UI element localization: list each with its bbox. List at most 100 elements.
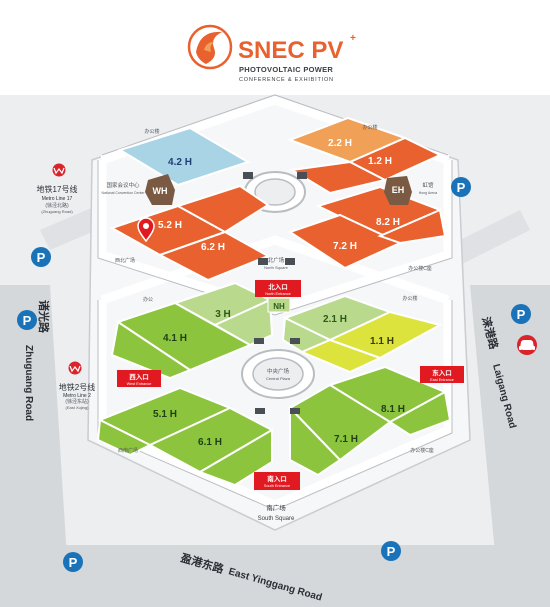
hall-7-2[interactable]: 7.2 H xyxy=(287,208,447,270)
svg-text:P: P xyxy=(37,250,46,265)
parking-icon xyxy=(63,552,83,572)
metro-17-cn: 地铁17号线 xyxy=(37,184,78,194)
hall-3-label: 3 H xyxy=(215,309,231,320)
hong-arena-en: Hong Arena xyxy=(419,191,438,195)
hall-8-2-label: 8.2 H xyxy=(376,217,400,228)
west-entrance-en: West Entrance xyxy=(127,382,152,386)
brand-line1: PHOTOVOLTAIC POWER xyxy=(239,65,333,74)
brand-line2: CONFERENCE & EXHIBITION xyxy=(239,77,334,83)
hall-1-2[interactable]: 1.2 H xyxy=(289,136,443,195)
snec-logo-mark-icon xyxy=(187,24,233,70)
metro-line-2[interactable]: 地铁2号线 Metro Line 2 (徐泾东站) (East Xujing) xyxy=(59,361,95,411)
south-entrance-en: South Entrance xyxy=(264,484,290,488)
metro-line-17[interactable]: 地铁17号线 Metro Line 17 (徐泾北路) (Zhuguang Ro… xyxy=(37,163,78,215)
hub-nh-label: NH xyxy=(273,302,285,311)
se-office-label: 办公楼C座 xyxy=(410,447,434,454)
hall-5-2-label: 5.2 H xyxy=(158,220,182,231)
north-square-cn: 北广场 xyxy=(268,256,285,264)
north-entrance-cn: 北入口 xyxy=(268,282,288,291)
parking-e[interactable]: P xyxy=(511,304,531,324)
south-entrance[interactable]: 南入口 South Entrance xyxy=(254,472,300,490)
svg-text:P: P xyxy=(517,307,526,322)
hall-2-1-label: 2.1 H xyxy=(323,314,347,325)
zhuguang-road-surface xyxy=(0,285,70,607)
location-pin-icon[interactable] xyxy=(137,217,155,243)
hub-nh[interactable]: NH xyxy=(267,297,291,313)
parking-se[interactable]: P xyxy=(381,541,401,561)
parking-icon xyxy=(451,177,471,197)
parking-nw[interactable]: P xyxy=(31,247,51,267)
nw-office-label: 办公楼 xyxy=(144,128,159,135)
ne-office-label: 办公楼 xyxy=(362,124,377,131)
central-plaza-en: Central Plaza xyxy=(266,376,291,381)
hall-8-1-label: 8.1 H xyxy=(381,404,405,415)
parking-icon xyxy=(31,247,51,267)
parking-sw[interactable]: P xyxy=(63,552,83,572)
parking-w[interactable]: P xyxy=(17,310,37,330)
national-center-cn: 国家会议中心 xyxy=(106,181,140,189)
nw-small-label: 办公 xyxy=(143,296,153,303)
svg-text:P: P xyxy=(387,544,396,559)
national-center-en: National Convention Center xyxy=(102,191,146,195)
ne-small-label: 办公楼 xyxy=(402,295,417,302)
hong-arena-cn: 虹馆 xyxy=(422,181,434,189)
hub-wh-label: WH xyxy=(153,186,168,196)
metro-17-en: Metro Line 17 xyxy=(42,196,73,202)
hall-7-1[interactable]: 7.1 H xyxy=(288,383,392,477)
parking-ne[interactable]: P xyxy=(451,177,471,197)
hall-4-1-label: 4.1 H xyxy=(163,333,187,344)
car-icon[interactable] xyxy=(517,335,537,355)
hall-4-1[interactable]: 4.1 H xyxy=(110,301,253,380)
metro-2-station: (徐泾东站) xyxy=(65,398,89,405)
hall-6-1-label: 6.1 H xyxy=(198,437,222,448)
south-entrance-cn: 南入口 xyxy=(267,474,287,483)
north-square-en: North Square xyxy=(264,265,289,270)
hall-6-1[interactable]: 6.1 H xyxy=(147,406,275,487)
svg-text:P: P xyxy=(457,180,466,195)
north-entrance-en: North Entrance xyxy=(265,292,291,296)
metro-2-cn: 地铁2号线 xyxy=(59,382,95,392)
hub-wh[interactable]: WH xyxy=(145,174,175,205)
hall-8-1[interactable]: 8.1 H xyxy=(327,365,452,437)
south-square-cn: 南广场 xyxy=(266,503,286,512)
hall-1-1-label: 1.1 H xyxy=(370,336,394,347)
hub-eh-label: EH xyxy=(392,185,405,195)
hall-1-2-label: 1.2 H xyxy=(368,156,392,167)
hall-6-2[interactable]: 6.2 H xyxy=(157,184,271,282)
snec-logo: SNEC PV + PHOTOVOLTAIC POWER CONFERENCE … xyxy=(187,24,356,83)
sw-area-label: 西南广场 xyxy=(118,447,138,454)
west-entrance-cn: 西入口 xyxy=(129,373,149,381)
yinggang-road-surface xyxy=(60,545,510,607)
zhuguang-road-en: Zhuguang Road xyxy=(23,345,34,421)
south-square-en: South Square xyxy=(258,516,295,522)
parking-icon xyxy=(511,304,531,324)
svg-text:P: P xyxy=(23,313,32,328)
brand-name: SNEC PV xyxy=(238,37,343,64)
hall-6-2-label: 6.2 H xyxy=(201,242,225,253)
east-entrance-cn: 东入口 xyxy=(432,368,452,377)
metro-17-station-en: (Zhuguang Road) xyxy=(41,209,73,214)
parking-icon xyxy=(381,541,401,561)
parking-icon xyxy=(17,310,37,330)
zhuguang-road-label: 诸光路 Zhuguang Road xyxy=(23,300,51,421)
west-sq-label: 西北广场 xyxy=(115,257,135,264)
brand-plus: + xyxy=(350,33,356,44)
hall-4-2[interactable]: 4.2 H xyxy=(117,126,251,187)
central-plaza-cn: 中央广场 xyxy=(267,367,290,375)
hub-eh[interactable]: EH xyxy=(384,176,412,205)
west-entrance[interactable]: 西入口 West Entrance xyxy=(117,370,161,387)
hall-5-1[interactable]: 5.1 H xyxy=(96,386,233,457)
hall-2-2-label: 2.2 H xyxy=(328,138,352,149)
hall-7-1-label: 7.1 H xyxy=(334,434,358,445)
north-entrance[interactable]: 北入口 North Entrance xyxy=(255,280,301,297)
ne-office2-label: 办公楼C座 xyxy=(408,265,432,272)
area-labels: 办公楼 办公楼 国家会议中心 National Convention Cente… xyxy=(102,124,438,522)
east-entrance[interactable]: 东入口 East Entrance xyxy=(420,366,464,383)
central-roundabout xyxy=(241,349,315,399)
hall-7-2-label: 7.2 H xyxy=(333,241,357,252)
metro-17-station: (徐泾北路) xyxy=(45,202,69,209)
hall-1-1[interactable]: 1.1 H xyxy=(299,310,443,374)
east-entrance-en: East Entrance xyxy=(430,378,454,382)
